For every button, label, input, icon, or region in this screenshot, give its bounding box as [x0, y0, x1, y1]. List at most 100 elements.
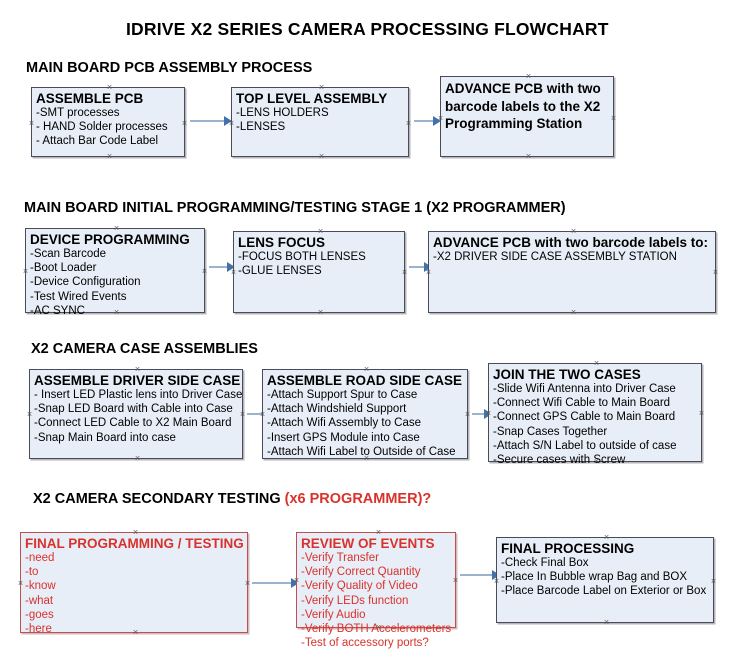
box-line: -Attach S/N Label to outside of case — [493, 439, 677, 452]
box-line: -Boot Loader — [30, 262, 97, 275]
box-line: -here — [25, 623, 52, 636]
resize-handle-bottom[interactable] — [318, 153, 325, 160]
box-line-list: -Attach Support Spur to Case -Attach Win… — [267, 388, 463, 459]
box-content: FINAL PROCESSING -Check Final Box -Place… — [497, 538, 713, 601]
resize-handle-bottom[interactable] — [106, 153, 113, 160]
box-device-programming[interactable]: DEVICE PROGRAMMING -Scan Barcode -Boot L… — [25, 228, 205, 317]
section-heading-x2-camera-secondary-testing: X2 CAMERA SECONDARY TESTING (x6 PROGRAMM… — [33, 491, 431, 507]
box-line: -Verify Audio — [301, 608, 366, 621]
box-line-overflow: -Test of accessory ports? — [301, 637, 429, 650]
resize-handle-right[interactable] — [712, 269, 719, 276]
box-final-programming-testing[interactable]: FINAL PROGRAMMING / TESTING -need -to -k… — [20, 532, 248, 635]
connector-top-level-to-advance-pcb — [414, 120, 436, 122]
box-content: ADVANCE PCB with two barcode labels to t… — [441, 77, 613, 135]
box-review-of-events[interactable]: REVIEW OF EVENTS -Verify Transfer -Verif… — [296, 532, 456, 649]
box-advance-pcb-to-driver-side-case[interactable]: ADVANCE PCB with two barcode labels to: … — [428, 231, 716, 313]
box-title: ADVANCE PCB with two barcode labels to t… — [445, 81, 601, 131]
box-title: ASSEMBLE PCB — [36, 91, 144, 106]
box-assemble-road-side-case[interactable]: ASSEMBLE ROAD SIDE CASE -Attach Support … — [262, 369, 468, 459]
box-title: JOIN THE TWO CASES — [493, 367, 641, 382]
box-title: LENS FOCUS — [238, 235, 326, 250]
box-line-list: -SMT processes - HAND Solder processes -… — [36, 106, 180, 149]
box-assemble-driver-side-case[interactable]: ASSEMBLE DRIVER SIDE CASE - Insert LED P… — [29, 369, 243, 459]
box-title: DEVICE PROGRAMMING — [30, 232, 190, 247]
box-top-level-assembly[interactable]: TOP LEVEL ASSEMBLY -LENS HOLDERS -LENSES — [231, 87, 409, 157]
box-advance-pcb-to-x2-programming-station[interactable]: ADVANCE PCB with two barcode labels to t… — [440, 76, 614, 157]
box-content: LENS FOCUS -FOCUS BOTH LENSES -GLUE LENS… — [234, 232, 404, 280]
box-title: REVIEW OF EVENTS — [301, 536, 435, 551]
arrow-head-icon — [224, 116, 232, 126]
box-lens-focus[interactable]: LENS FOCUS -FOCUS BOTH LENSES -GLUE LENS… — [233, 231, 405, 313]
box-line: - Attach Bar Code Label — [36, 135, 159, 148]
box-title: FINAL PROGRAMMING / TESTING — [25, 536, 244, 551]
box-line: -Connect Wifi Cable to Main Board — [493, 397, 671, 410]
box-title: FINAL PROCESSING — [501, 541, 635, 556]
box-line: -know — [25, 580, 56, 593]
connector-driver-side-to-road-side — [247, 413, 269, 415]
box-line: -Insert GPS Module into Case — [267, 431, 420, 444]
box-line: -Check Final Box — [501, 557, 589, 569]
box-line: -Attach Wifi Assembly to Case — [267, 417, 422, 430]
box-line: -FOCUS BOTH LENSES — [238, 251, 366, 263]
connector-review-of-events-to-final-processing — [460, 574, 496, 576]
resize-handle-bottom[interactable] — [525, 153, 532, 160]
box-content: REVIEW OF EVENTS -Verify Transfer -Verif… — [297, 533, 455, 652]
resize-handle-bottom[interactable] — [570, 309, 577, 316]
box-content: FINAL PROGRAMMING / TESTING -need -to -k… — [21, 533, 247, 638]
box-line: -Device Configuration — [30, 276, 141, 289]
box-line: -Attach Windshield Support — [267, 403, 407, 416]
section-heading-text: MAIN BOARD INITIAL PROGRAMMING/TESTING S… — [24, 200, 566, 216]
box-join-the-two-cases[interactable]: JOIN THE TWO CASES -Slide Wifi Antenna i… — [488, 363, 702, 466]
box-line: -Verify Correct Quantity — [301, 566, 421, 579]
box-line: -Connect GPS Cable to Main Board — [493, 411, 676, 424]
box-line: -SMT processes — [36, 107, 120, 119]
connector-road-side-to-join-cases — [472, 413, 488, 415]
box-line: -Attach Support Spur to Case — [267, 389, 418, 401]
box-line-list: -Slide Wifi Antenna into Driver Case -Co… — [493, 382, 697, 467]
connector-assemble-pcb-to-top-level — [190, 120, 226, 122]
box-final-processing[interactable]: FINAL PROCESSING -Check Final Box -Place… — [496, 537, 714, 623]
box-assemble-pcb[interactable]: ASSEMBLE PCB -SMT processes - HAND Solde… — [31, 87, 185, 157]
box-line-list: -X2 DRIVER SIDE CASE ASSEMBLY STATION — [433, 250, 711, 264]
arrow-head-icon — [291, 578, 299, 588]
box-line-list: - Insert LED Plastic lens into Driver Ca… — [34, 388, 242, 445]
box-content: TOP LEVEL ASSEMBLY -LENS HOLDERS -LENSES — [232, 88, 408, 136]
section-heading-text: X2 CAMERA CASE ASSEMBLIES — [31, 341, 258, 357]
resize-handle-bottom[interactable] — [603, 619, 610, 626]
box-line: -Secure cases with Screw — [493, 454, 626, 467]
section-heading-text: X2 CAMERA SECONDARY TESTING — [33, 491, 285, 507]
box-line: -LENSES — [236, 121, 286, 134]
document-title: IDRIVE X2 SERIES CAMERA PROCESSING FLOWC… — [126, 19, 609, 39]
box-line: -X2 DRIVER SIDE CASE ASSEMBLY STATION — [433, 251, 677, 263]
box-line: -Snap Main Board into case — [34, 431, 176, 444]
arrow-head-icon — [433, 116, 441, 126]
box-line: -Place In Bubble wrap Bag and BOX — [501, 571, 688, 584]
box-line: -to — [25, 566, 39, 579]
box-line-list: -LENS HOLDERS -LENSES — [236, 106, 404, 134]
box-title: ASSEMBLE ROAD SIDE CASE — [267, 373, 463, 388]
box-line-list: -FOCUS BOTH LENSES -GLUE LENSES — [238, 250, 400, 278]
arrow-head-icon — [227, 262, 235, 272]
box-line: -LENS HOLDERS — [236, 107, 329, 119]
box-content: DEVICE PROGRAMMING -Scan Barcode -Boot L… — [26, 229, 204, 320]
box-line-list: -Check Final Box -Place In Bubble wrap B… — [501, 556, 709, 599]
box-line: -Scan Barcode — [30, 248, 107, 260]
box-line: -Snap Cases Together — [493, 425, 608, 438]
connector-lens-focus-to-advance-pcb — [409, 266, 427, 268]
section-heading-main-board-initial-programming: MAIN BOARD INITIAL PROGRAMMING/TESTING S… — [24, 200, 566, 216]
box-line: -Verify Transfer — [301, 552, 379, 564]
box-line-list: -need -to -know -what -goes -here — [25, 551, 243, 636]
resize-handle-bottom[interactable] — [134, 455, 141, 462]
box-content: ASSEMBLE ROAD SIDE CASE -Attach Support … — [263, 370, 467, 461]
box-line: -GLUE LENSES — [238, 265, 322, 278]
box-line: -Slide Wifi Antenna into Driver Case — [493, 383, 676, 395]
resize-handle-bottom[interactable] — [317, 309, 324, 316]
box-line: -what — [25, 594, 54, 607]
box-line: -Place Barcode Label on Exterior or Box — [501, 585, 707, 598]
box-line: - HAND Solder processes — [36, 121, 168, 134]
section-heading-text: MAIN BOARD PCB ASSEMBLY PROCESS — [26, 60, 313, 76]
box-content: JOIN THE TWO CASES -Slide Wifi Antenna i… — [489, 364, 701, 469]
section-heading-accent: (x6 PROGRAMMER)? — [284, 491, 432, 507]
section-heading-x2-camera-case-assemblies: X2 CAMERA CASE ASSEMBLIES — [31, 341, 258, 357]
